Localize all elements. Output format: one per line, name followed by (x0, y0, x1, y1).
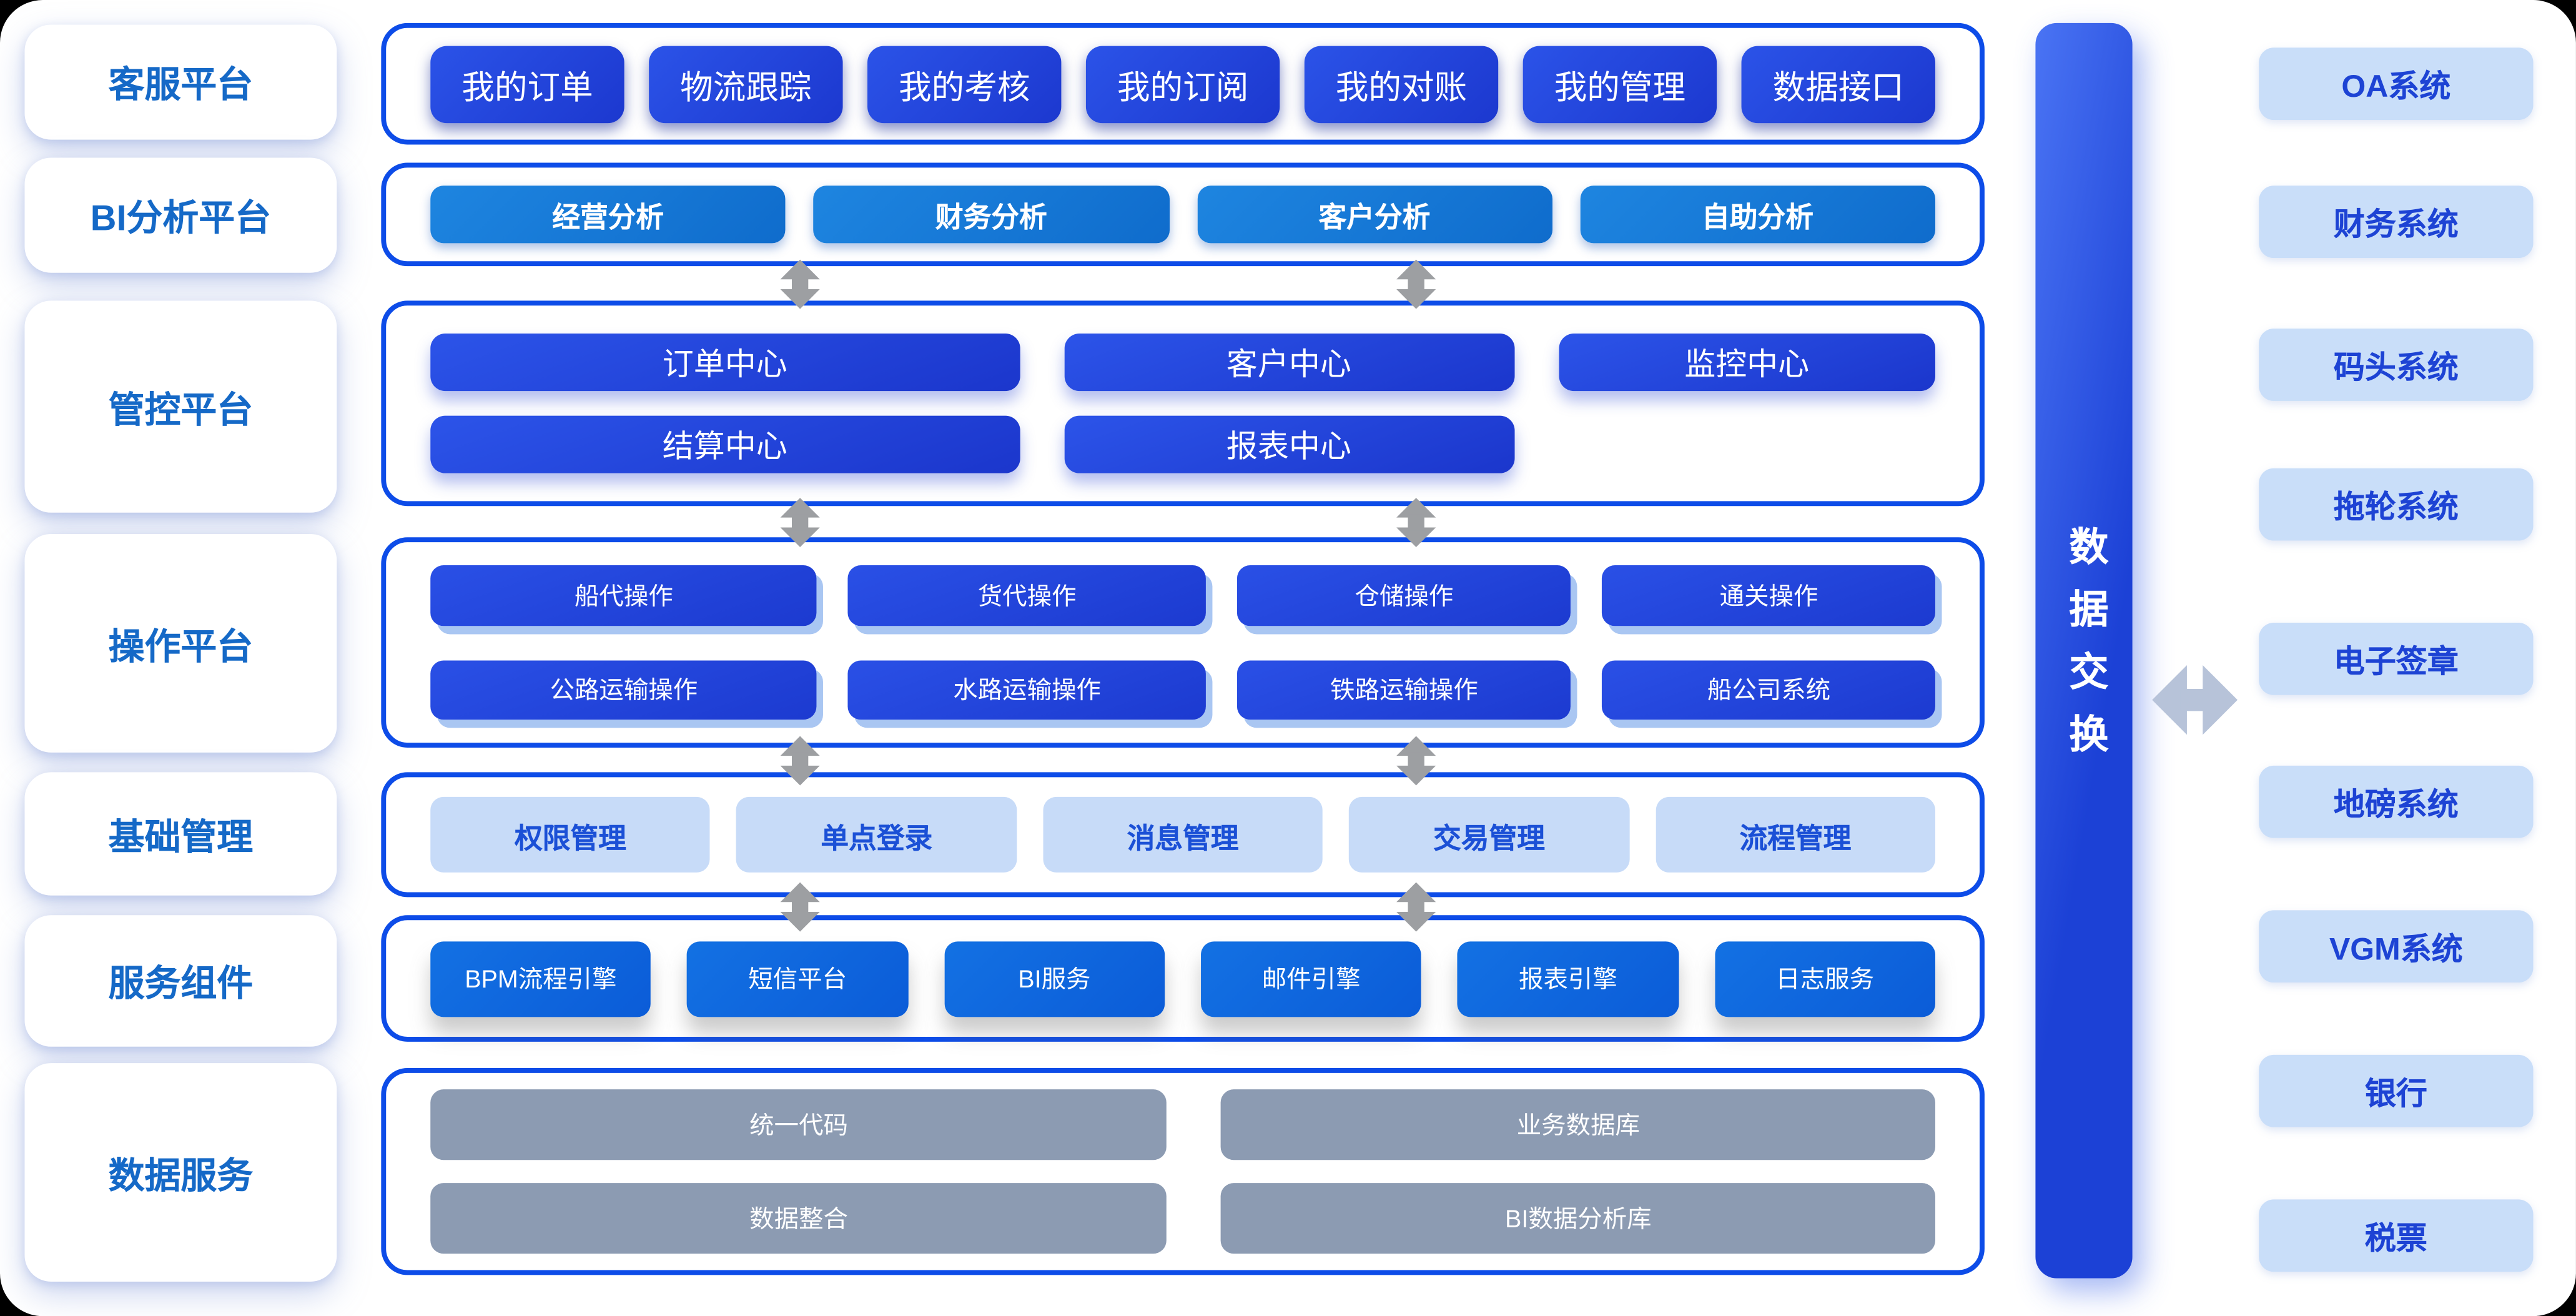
sidebar-item-base-management: 基础管理 (24, 772, 337, 896)
sidebar-item-operation-platform: 操作平台 (24, 533, 337, 753)
module-business-analysis: 经营分析 (430, 186, 786, 244)
module-message-management: 消息管理 (1043, 796, 1323, 873)
external-system-vgm: VGM系统 (2259, 910, 2534, 983)
sidebar-label: 客服平台 (108, 64, 254, 106)
module-bpm-engine: BPM流程引擎 (430, 941, 651, 1017)
double-arrow-vertical-icon (1396, 736, 1436, 786)
bi-analysis-buttons: 经营分析 财务分析 客户分析 自助分析 (386, 167, 1980, 261)
external-system-bank: 银行 (2259, 1054, 2534, 1127)
module-permission-management: 权限管理 (430, 796, 711, 873)
data-exchange-bar: 数据交换 (2035, 22, 2133, 1279)
customer-service-row: 我的订单 物流跟踪 我的考核 我的订阅 我的对账 我的管理 数据接口 (381, 22, 1985, 145)
operation-platform-grid: 船代操作 货代操作 仓储操作 通关操作 公路运输操作 水路运输操作 铁路运输操作… (386, 542, 1980, 743)
external-system-label: 码头系统 (2333, 350, 2459, 385)
sidebar-label: 管控平台 (108, 388, 254, 430)
double-arrow-vertical-icon (780, 498, 820, 548)
module-shipping-company-system: 船公司系统 (1602, 660, 1935, 720)
module-mail-engine: 邮件引擎 (1201, 941, 1422, 1017)
sidebar-item-data-services: 数据服务 (24, 1063, 337, 1282)
double-arrow-horizontal-icon (2152, 665, 2238, 735)
module-my-subscription: 我的订阅 (1085, 45, 1280, 122)
data-services-grid: 统一代码 业务数据库 数据整合 BI数据分析库 (386, 1073, 1980, 1270)
external-system-finance: 财务系统 (2259, 186, 2534, 259)
double-arrow-vertical-icon (1396, 259, 1436, 309)
double-arrow-vertical-icon (780, 882, 820, 932)
module-business-database: 业务数据库 (1221, 1089, 1935, 1160)
module-sms-platform: 短信平台 (687, 941, 908, 1017)
module-data-integration: 数据整合 (430, 1183, 1167, 1254)
module-water-transport-ops: 水路运输操作 (848, 660, 1206, 720)
base-management-row: 权限管理 单点登录 消息管理 交易管理 流程管理 (381, 772, 1985, 898)
customer-service-buttons: 我的订单 物流跟踪 我的考核 我的订阅 我的对账 我的管理 数据接口 (386, 28, 1980, 140)
module-single-sign-on: 单点登录 (736, 796, 1017, 873)
module-finance-analysis: 财务分析 (813, 186, 1169, 244)
data-services-row: 统一代码 业务数据库 数据整合 BI数据分析库 (381, 1067, 1985, 1275)
sidebar-item-control-platform: 管控平台 (24, 300, 337, 513)
module-customs-clearance-ops: 通关操作 (1602, 565, 1935, 625)
base-management-buttons: 权限管理 单点登录 消息管理 交易管理 流程管理 (386, 777, 1980, 892)
sidebar-item-bi-analysis-platform: BI分析平台 (24, 157, 337, 273)
external-system-e-signature: 电子签章 (2259, 623, 2534, 695)
external-system-terminal: 码头系统 (2259, 329, 2534, 401)
sidebar-label: 基础管理 (108, 816, 254, 857)
external-system-tugboat: 拖轮系统 (2259, 468, 2534, 541)
module-freight-forwarding-ops: 货代操作 (848, 565, 1206, 625)
sidebar-label: 数据服务 (108, 1154, 254, 1195)
module-customer-center: 客户中心 (1063, 334, 1514, 392)
data-exchange-label: 数据交换 (2061, 525, 2106, 776)
module-logistics-tracking: 物流跟踪 (649, 45, 843, 122)
external-system-label: 拖轮系统 (2333, 490, 2459, 525)
module-process-management: 流程管理 (1655, 796, 1936, 873)
module-self-service-analysis: 自助分析 (1580, 186, 1935, 244)
module-warehouse-ops: 仓储操作 (1236, 565, 1572, 625)
module-bi-service: BI服务 (944, 941, 1165, 1017)
external-system-label: 银行 (2364, 1077, 2427, 1112)
control-platform-grid: 订单中心 客户中心 监控中心 结算中心 报表中心 (386, 305, 1980, 501)
module-data-interface: 数据接口 (1741, 45, 1935, 122)
module-my-management: 我的管理 (1522, 45, 1717, 122)
sidebar-label: 操作平台 (108, 625, 254, 666)
sidebar-label: BI分析平台 (90, 197, 272, 239)
module-report-engine: 报表引擎 (1458, 941, 1679, 1017)
sidebar-item-service-components: 服务组件 (24, 915, 337, 1047)
external-system-weighbridge: 地磅系统 (2259, 765, 2534, 838)
module-bi-analysis-database: BI数据分析库 (1221, 1183, 1935, 1254)
module-my-assessment: 我的考核 (867, 45, 1062, 122)
module-my-orders: 我的订单 (430, 45, 624, 122)
external-system-label: 地磅系统 (2333, 788, 2459, 823)
module-settlement-center: 结算中心 (430, 415, 1020, 473)
external-system-tax-invoice: 税票 (2259, 1199, 2534, 1272)
external-system-label: 税票 (2364, 1221, 2427, 1257)
module-customer-analysis: 客户分析 (1197, 186, 1552, 244)
module-road-transport-ops: 公路运输操作 (430, 660, 817, 720)
module-order-center: 订单中心 (430, 334, 1020, 392)
module-unified-code: 统一代码 (430, 1089, 1167, 1160)
double-arrow-vertical-icon (1396, 498, 1436, 548)
module-shipping-agency-ops: 船代操作 (430, 565, 817, 625)
service-components-buttons: BPM流程引擎 短信平台 BI服务 邮件引擎 报表引擎 日志服务 (386, 920, 1980, 1037)
control-platform-row: 订单中心 客户中心 监控中心 结算中心 报表中心 (381, 300, 1985, 507)
module-report-center: 报表中心 (1063, 415, 1514, 473)
module-rail-transport-ops: 铁路运输操作 (1236, 660, 1572, 720)
external-system-label: 财务系统 (2333, 207, 2459, 243)
operation-platform-row: 船代操作 货代操作 仓储操作 通关操作 公路运输操作 水路运输操作 铁路运输操作… (381, 537, 1985, 748)
sidebar-item-customer-service-platform: 客服平台 (24, 24, 337, 140)
module-transaction-management: 交易管理 (1349, 796, 1629, 873)
external-system-label: 电子签章 (2333, 645, 2459, 680)
module-log-service: 日志服务 (1714, 941, 1935, 1017)
module-my-reconciliation: 我的对账 (1304, 45, 1499, 122)
bi-analysis-row: 经营分析 财务分析 客户分析 自助分析 (381, 162, 1985, 267)
service-components-row: BPM流程引擎 短信平台 BI服务 邮件引擎 报表引擎 日志服务 (381, 915, 1985, 1042)
double-arrow-vertical-icon (780, 736, 820, 786)
double-arrow-vertical-icon (1396, 882, 1436, 932)
external-system-label: OA系统 (2341, 69, 2451, 105)
double-arrow-vertical-icon (780, 259, 820, 309)
external-system-oa: OA系统 (2259, 47, 2534, 121)
external-system-label: VGM系统 (2329, 932, 2463, 967)
sidebar-label: 服务组件 (108, 962, 254, 1004)
module-monitoring-center: 监控中心 (1558, 334, 1935, 392)
